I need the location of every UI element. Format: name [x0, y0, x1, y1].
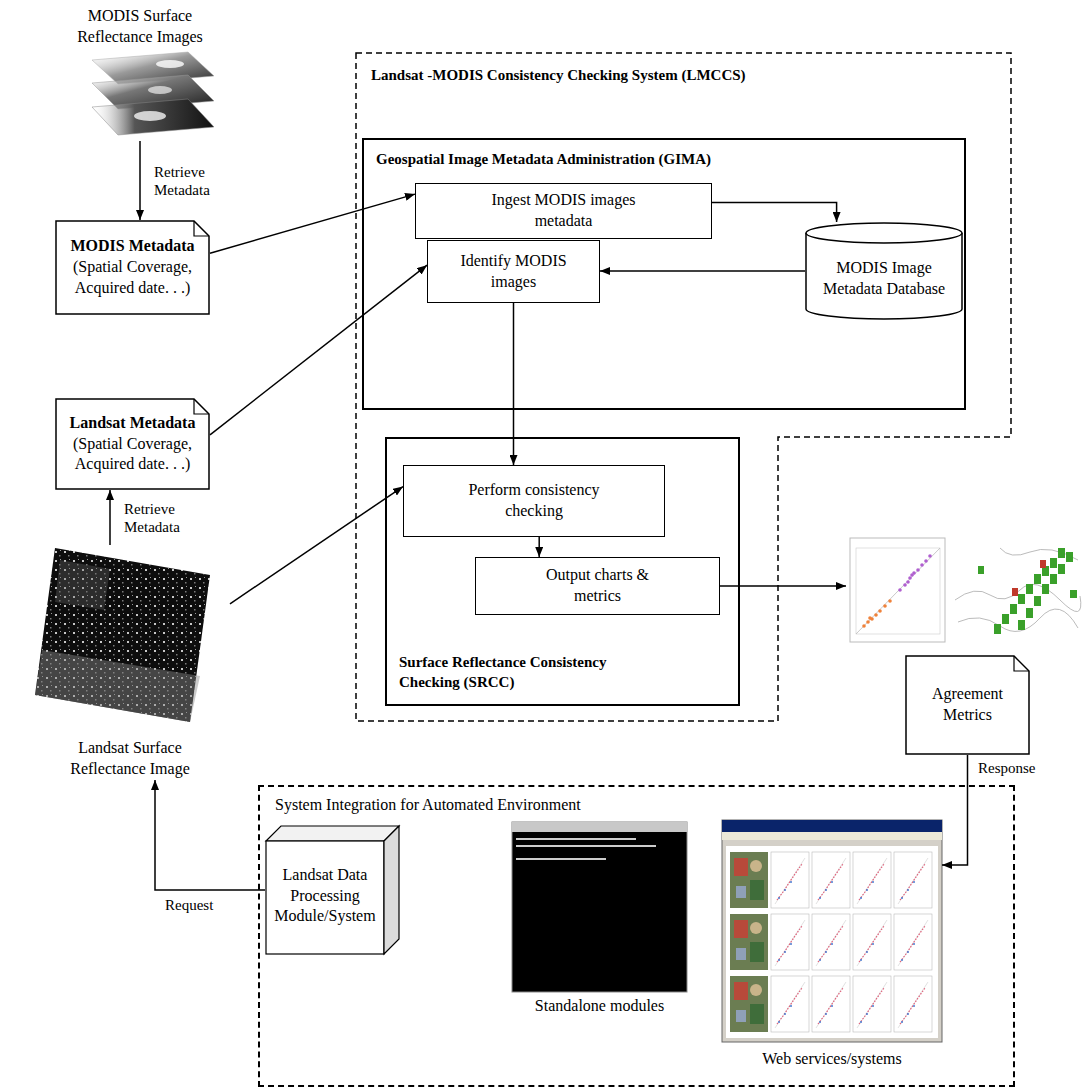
document-body: (Spatial Coverage, Acquired date. . .) — [63, 434, 202, 476]
flow-arrow — [538, 537, 540, 557]
doc-outline — [905, 655, 1030, 755]
edge-label: Retrieve Metadata — [122, 500, 198, 536]
edge-label: Retrieve Metadata — [152, 163, 228, 199]
region-title: System Integration for Automated Environ… — [260, 787, 1013, 816]
box-label: Output charts & metrics — [533, 565, 663, 607]
edge-label: Request — [163, 896, 215, 914]
document-body: (Spatial Coverage, Acquired date. . .) — [63, 257, 202, 299]
box-label: Perform consistency checking — [449, 480, 619, 522]
screenshot-panel: Standalone modules — [512, 822, 687, 1017]
module-frame: Geospatial Image Metadata Administration… — [362, 138, 966, 410]
database-label: MODIS Image Metadata Database — [814, 258, 954, 300]
metadata-document: MODIS Metadata(Spatial Coverage, Acquire… — [55, 220, 210, 315]
modis-image-stack — [92, 52, 214, 135]
box-label: Landsat Data Processing Module/System — [269, 865, 381, 927]
flow-arrow — [155, 780, 265, 890]
module-title: Surface Reflectance Consistency Checking… — [387, 653, 641, 704]
scatter-chart-thumbnail — [850, 538, 945, 642]
document-title: MODIS Metadata — [71, 236, 195, 257]
flow-arrow — [942, 755, 968, 865]
process-box: Ingest MODIS images metadata — [415, 183, 712, 239]
metrics-document: Agreement Metrics — [905, 655, 1030, 755]
flow-arrow — [230, 487, 403, 604]
process-box: Output charts & metrics — [475, 557, 720, 615]
database-cylinder: MODIS Image Metadata Database — [805, 222, 963, 320]
flow-arrow — [600, 270, 805, 272]
image-source: Landsat Surface Reflectance Image — [30, 545, 230, 780]
image-caption: Landsat Surface Reflectance Image — [55, 738, 205, 780]
screenshot-panel: Web services/systems — [722, 820, 942, 1070]
process-box: Perform consistency checking — [403, 465, 665, 537]
box-label: Ingest MODIS images metadata — [476, 190, 651, 232]
flow-arrow — [513, 303, 515, 465]
standalone-console-screenshot — [512, 822, 687, 992]
flow-arrow — [109, 490, 111, 545]
web-service-screenshot — [722, 820, 942, 1042]
image-caption: MODIS Surface Reflectance Images — [70, 6, 210, 48]
integration-region: System Integration for Automated Environ… — [258, 785, 1015, 1087]
region-title: Landsat -MODIS Consistency Checking Syst… — [355, 52, 1012, 86]
module-frame: Surface Reflectance Consistency Checking… — [385, 437, 740, 706]
landsat-image — [35, 548, 210, 722]
box-label: Identify MODIS images — [449, 251, 579, 293]
module-title: Geospatial Image Metadata Administration… — [364, 140, 964, 170]
edge-label: Response — [976, 759, 1038, 777]
image-caption: Web services/systems — [762, 1049, 902, 1070]
process-box: Identify MODIS images — [427, 240, 600, 303]
document-title: Landsat Metadata — [70, 413, 196, 434]
map-thumbnail — [950, 543, 1082, 640]
flow-arrow — [139, 141, 141, 220]
image-source: MODIS Surface Reflectance Images — [60, 6, 220, 141]
metadata-document: Landsat Metadata(Spatial Coverage, Acqui… — [55, 398, 210, 490]
module-cube: Landsat Data Processing Module/System — [265, 825, 400, 955]
flow-arrow — [210, 194, 415, 253]
system-region: Landsat -MODIS Consistency Checking Syst… — [355, 52, 1012, 722]
flow-arrow — [712, 203, 837, 223]
image-caption: Standalone modules — [535, 996, 664, 1017]
document-title: Agreement Metrics — [923, 684, 1013, 726]
